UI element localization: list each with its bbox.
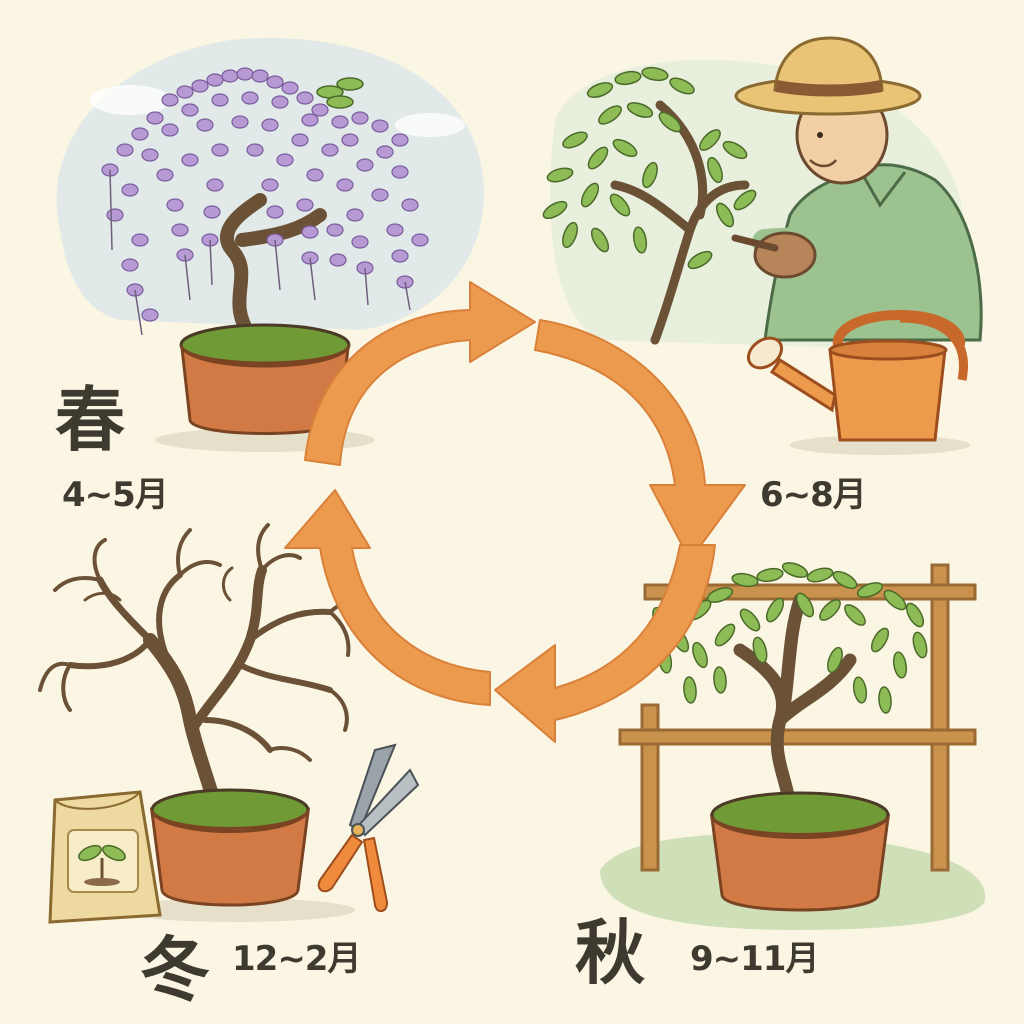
summer-months: 6~8月: [760, 475, 867, 515]
pruning-shears-icon: [317, 743, 420, 913]
winter-months: 12~2月: [232, 939, 361, 979]
spring-label: 春: [55, 378, 125, 461]
trellis-bonsai-icon: [600, 559, 986, 930]
fertilizer-bag-icon: [48, 790, 162, 924]
wisteria-bonsai-icon: [56, 37, 484, 452]
bare-bonsai-icon: [38, 523, 367, 922]
autumn-months: 9~11月: [690, 939, 819, 979]
spring-months: 4~5月: [62, 475, 169, 515]
cycle-arrows-icon: [284, 281, 746, 743]
gardener-pruning-icon: [539, 36, 983, 350]
watering-can-icon: [746, 309, 970, 455]
autumn-label: 秋: [575, 911, 645, 994]
winter-label: 冬: [140, 928, 210, 1011]
